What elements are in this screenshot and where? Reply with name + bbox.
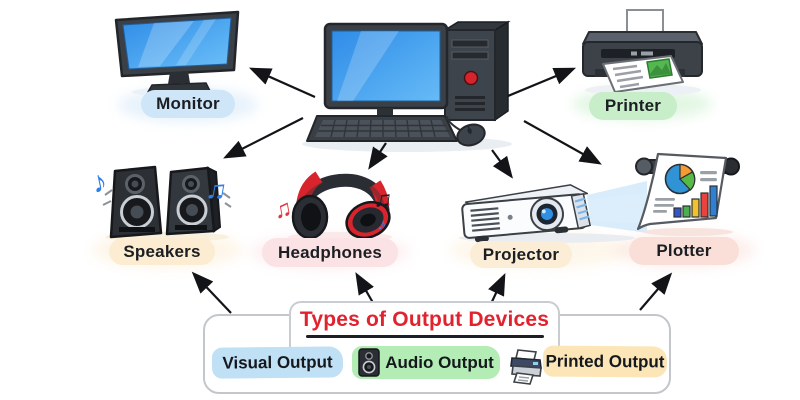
- printer-label: Printer: [589, 92, 677, 120]
- projector-label: Projector: [470, 241, 572, 268]
- projector-label-text: Projector: [482, 244, 560, 264]
- title-box: Types of Output Devices: [289, 301, 560, 347]
- music-note-icon: ♫: [271, 194, 295, 225]
- diagram-title: Types of Output Devices: [299, 308, 550, 331]
- speaker-icon: [358, 348, 380, 377]
- arrow-computer-to-projector: [491, 149, 513, 179]
- speakers-label: Speakers: [109, 238, 215, 265]
- arrow-computer-to-speakers: [223, 117, 304, 159]
- headphones-label: Headphones: [262, 238, 398, 267]
- monitor-label: Monitor: [141, 90, 235, 118]
- title-underline: [305, 335, 544, 338]
- monitor-label-text: Monitor: [156, 94, 220, 113]
- speakers-label-text: Speakers: [123, 241, 201, 261]
- legend-printed-label: Printed Output: [545, 351, 665, 371]
- arrow-computer-to-plotter: [523, 120, 602, 165]
- plotter-label-text: Plotter: [656, 241, 712, 260]
- projector-illustration: [459, 181, 647, 243]
- legend-item-audio-output: Audio Output: [352, 346, 500, 379]
- monitor-illustration: [114, 10, 240, 97]
- legend-item-visual-output: Visual Output: [211, 346, 344, 379]
- arrow-box-to-plotter: [639, 272, 673, 311]
- legend-visual-label: Visual Output: [222, 351, 333, 373]
- plotter-label: Plotter: [629, 237, 739, 265]
- printer-icon: [510, 349, 542, 385]
- printer-label-text: Printer: [604, 96, 662, 115]
- headphones-label-text: Headphones: [277, 242, 383, 262]
- speakers-illustration: [102, 165, 232, 242]
- printer-illustration: [582, 9, 703, 96]
- music-note-icon: ♫: [372, 184, 394, 215]
- legend-item-printed-output: Printed Output: [542, 345, 668, 378]
- plotter-illustration: [635, 152, 740, 236]
- legend-audio-label: Audio Output: [385, 352, 494, 372]
- computer-illustration: [302, 20, 512, 152]
- arrow-box-to-speakers: [191, 271, 232, 314]
